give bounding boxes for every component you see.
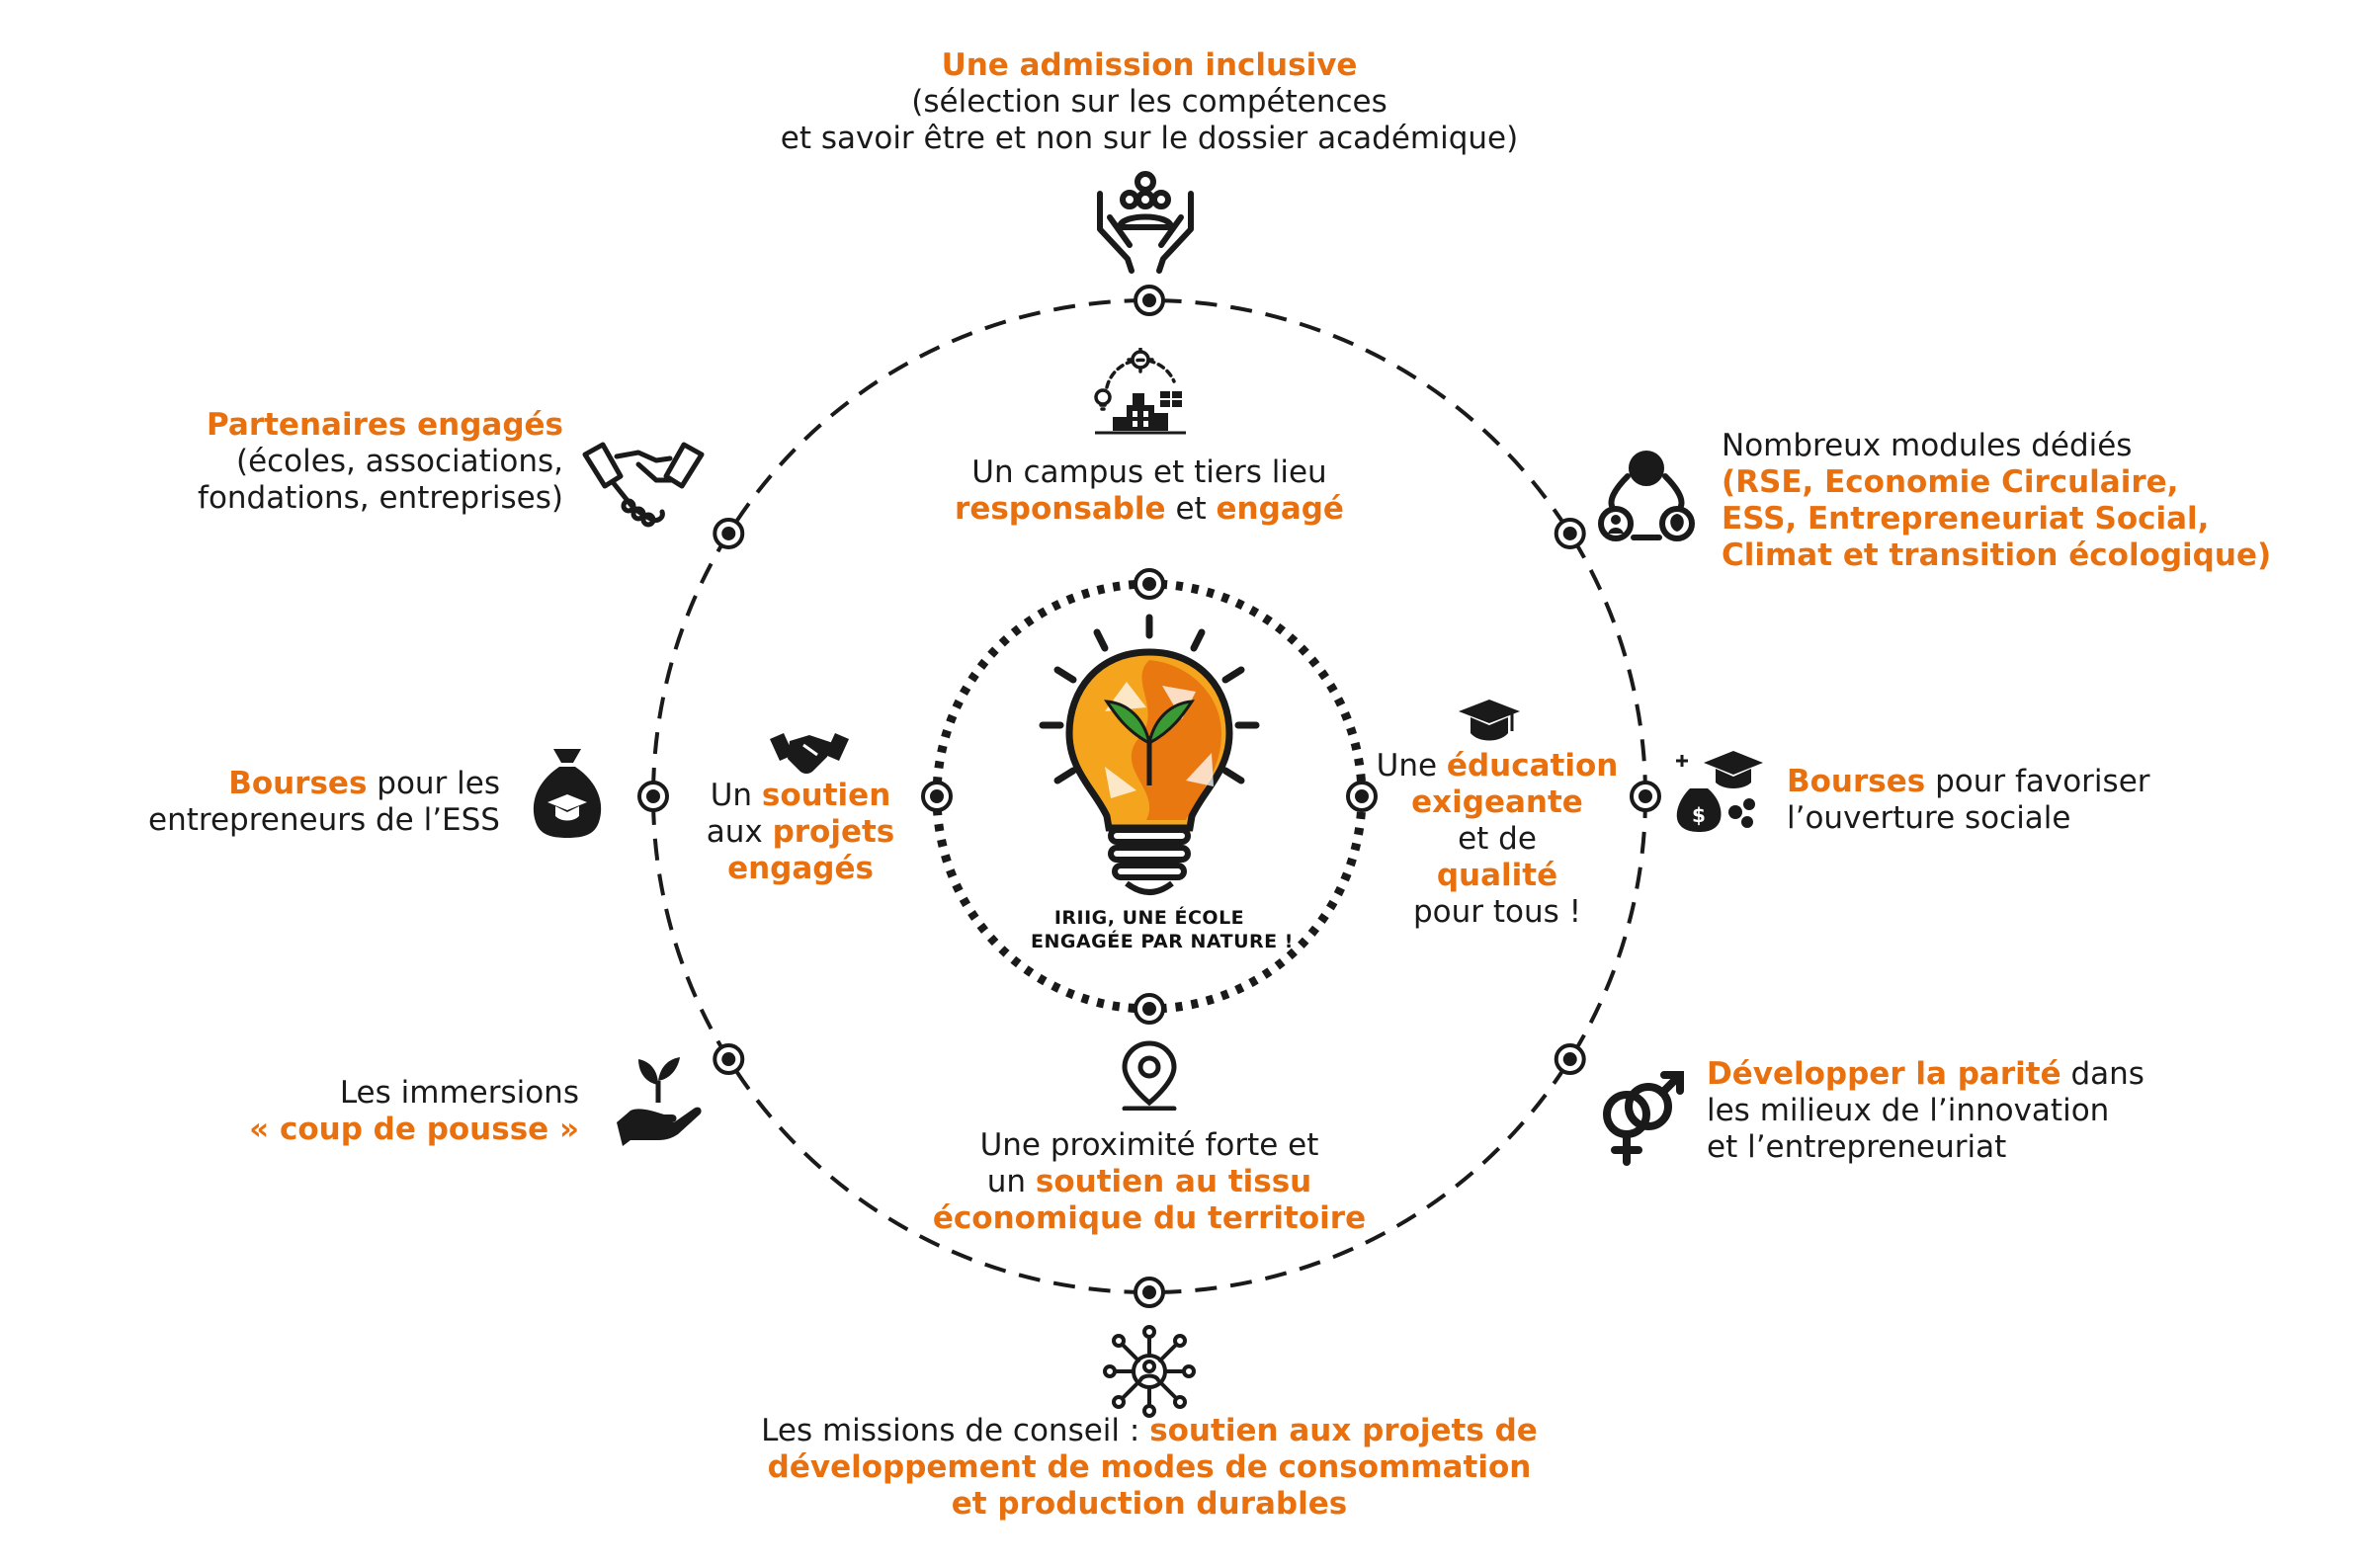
outer-node-5-dot: [721, 526, 736, 540]
parity-line-2: les milieux de l’innovation: [1707, 1093, 2110, 1128]
local-proximity-line-1: Une proximité forte et: [979, 1127, 1319, 1163]
gender-symbols-icon: [1599, 1067, 1684, 1166]
consulting-missions-plain: Les missions de conseil :: [761, 1413, 1150, 1448]
campus-highlight-2: engagé: [1216, 491, 1344, 527]
dedicated-modules-line-2: (RSE, Economie Circulaire,: [1722, 464, 2179, 500]
immersions-line-2: « coup de pousse »: [249, 1112, 579, 1147]
outer-node-2-dot: [1562, 1052, 1577, 1067]
label-ess-scholarships: Bourses pour les entrepreneurs de l’ESS: [109, 766, 500, 839]
money-bag-graduation-icon: [530, 745, 605, 840]
education-line-3: et de: [1458, 821, 1537, 857]
inner-node-3-dot: [930, 789, 944, 803]
engaged-projects-line-3: engagés: [727, 851, 874, 886]
social-scholarships-rest: pour favoriser: [1925, 764, 2150, 799]
social-scholarships-line-2: l’ouverture sociale: [1787, 800, 2071, 836]
center-caption: IRIIG, UNE ÉCOLE ENGAGÉE PAR NATURE !: [1031, 906, 1294, 953]
handshake-solid-icon: [770, 729, 849, 779]
engaged-projects-highlight-2: projets: [772, 814, 895, 850]
lightbulb-icon: [1039, 614, 1260, 895]
ess-scholarships-line-2: entrepreneurs de l’ESS: [148, 802, 500, 838]
inner-node-0-dot: [1142, 577, 1156, 591]
local-proximity-highlight: soutien au tissu: [1035, 1164, 1312, 1199]
immersions-line-1: Les immersions: [339, 1075, 579, 1111]
consulting-missions-highlight: soutien aux projets de: [1149, 1413, 1538, 1448]
label-social-scholarships: Bourses pour favoriser l’ouverture socia…: [1787, 764, 2241, 837]
label-parity: Développer la parité dans les milieux de…: [1707, 1056, 2221, 1166]
label-campus: Un campus et tiers lieu responsable et e…: [889, 454, 1409, 528]
hands-community-icon: [1090, 168, 1201, 275]
dedicated-modules-line-4: Climat et transition écologique): [1722, 537, 2272, 573]
inclusive-admission-title: Une admission inclusive: [941, 47, 1358, 83]
parity-highlight: Développer la parité: [1707, 1056, 2061, 1092]
inclusive-admission-line-3: et savoir être et non sur le dossier aca…: [780, 121, 1519, 156]
local-proximity-plain: un: [986, 1164, 1036, 1199]
outer-node-3-dot: [1142, 1285, 1156, 1299]
label-engaged-projects: Un soutien aux projets engagés: [672, 778, 929, 887]
label-immersions: Les immersions « coup de pousse »: [178, 1075, 579, 1148]
education-line-5: pour tous !: [1412, 894, 1582, 930]
outer-node-0-dot: [1142, 293, 1156, 307]
label-consulting-missions: Les missions de conseil : soutien aux pr…: [632, 1413, 1666, 1523]
location-pin-icon: [1119, 1039, 1180, 1111]
label-engaged-partners: Partenaires engagés (écoles, association…: [128, 407, 563, 517]
graduation-cap-icon: [1459, 698, 1520, 745]
engaged-projects-plain-2: aux: [706, 814, 773, 850]
label-education: Une éducation exigeante et de qualité po…: [1354, 748, 1640, 931]
network-cycle-icon: [1596, 447, 1697, 545]
education-plain: Une: [1376, 748, 1447, 784]
graduation-money-icon: $: [1674, 749, 1763, 834]
outer-node-4-dot: [721, 1052, 736, 1067]
handshake-icon: [581, 437, 706, 530]
center-caption-line-2: ENGAGÉE PAR NATURE !: [1031, 931, 1294, 952]
sustainable-campus-icon: [1091, 348, 1190, 437]
education-highlight: éducation: [1446, 748, 1619, 784]
education-line-4: qualité: [1436, 858, 1558, 893]
campus-mid: et: [1165, 491, 1217, 527]
consulting-network-icon: [1103, 1325, 1196, 1418]
outer-node-6-dot: [1639, 789, 1652, 803]
engaged-projects-highlight-1: soutien: [761, 778, 891, 813]
engaged-partners-line-2: (écoles, associations,: [235, 444, 563, 479]
outer-node-7-dot: [646, 789, 660, 803]
inner-node-2-dot: [1142, 1002, 1156, 1016]
hand-sprout-icon: [617, 1053, 702, 1148]
ess-scholarships-rest: pour les: [367, 766, 500, 801]
label-inclusive-admission: Une admission inclusive (sélection sur l…: [692, 47, 1607, 157]
parity-line-3: et l’entrepreneuriat: [1707, 1129, 2007, 1165]
outer-node-1-dot: [1562, 526, 1577, 540]
dedicated-modules-title: Nombreux modules dédiés: [1722, 428, 2133, 463]
parity-rest: dans: [2060, 1056, 2144, 1092]
center-caption-line-1: IRIIG, UNE ÉCOLE: [1053, 907, 1245, 929]
local-proximity-line-3: économique du territoire: [932, 1200, 1367, 1236]
svg-text:$: $: [1692, 803, 1706, 827]
consulting-missions-line-2: développement de modes de consommation: [767, 1449, 1532, 1485]
dedicated-modules-line-3: ESS, Entrepreneuriat Social,: [1722, 501, 2210, 536]
inner-node-1-dot: [1355, 789, 1369, 803]
campus-highlight-1: responsable: [955, 491, 1166, 527]
label-dedicated-modules: Nombreux modules dédiés (RSE, Economie C…: [1722, 428, 2295, 574]
inclusive-admission-line-2: (sélection sur les compétences: [911, 84, 1387, 120]
engaged-projects-plain-1: Un: [710, 778, 762, 813]
education-line-2: exigeante: [1411, 784, 1583, 820]
engaged-partners-title: Partenaires engagés: [207, 407, 563, 443]
social-scholarships-highlight: Bourses: [1787, 764, 1926, 799]
campus-line-1: Un campus et tiers lieu: [971, 454, 1327, 490]
label-local-proximity: Une proximité forte et un soutien au tis…: [870, 1127, 1429, 1237]
ess-scholarships-highlight: Bourses: [228, 766, 368, 801]
engaged-partners-line-3: fondations, entreprises): [198, 480, 563, 516]
consulting-missions-line-3: et production durables: [951, 1486, 1348, 1522]
